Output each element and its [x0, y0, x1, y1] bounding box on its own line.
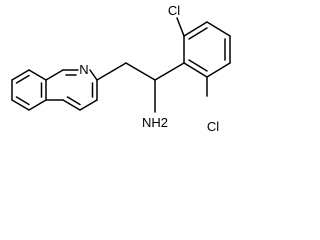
bond	[183, 62, 208, 78]
bond-to-cl-top	[176, 17, 185, 37]
bond	[11, 69, 30, 81]
bond	[28, 99, 47, 111]
double-bond-inner	[66, 96, 81, 106]
bond-from-n	[89, 69, 98, 81]
double-bond-inner	[188, 59, 208, 72]
bond	[62, 99, 81, 111]
amine-label: NH2	[142, 115, 168, 130]
chemical-structure-diagram: N NH2 Cl Cl	[11, 3, 231, 134]
chlorine-bottom-label: Cl	[207, 119, 219, 134]
bond-ch2	[96, 62, 127, 81]
double-bond-inner	[15, 74, 30, 84]
molecule-drawing: N NH2 Cl Cl	[11, 3, 231, 134]
bond-ch	[125, 62, 156, 81]
bond	[206, 21, 231, 37]
bond	[79, 99, 98, 111]
bond	[28, 69, 47, 81]
bond	[45, 69, 64, 81]
nitrogen-atom-label: N	[79, 62, 88, 77]
double-bond-inner	[188, 27, 208, 40]
double-bond-inner	[15, 96, 30, 106]
bond	[206, 62, 231, 78]
bond-to-phenyl	[154, 62, 185, 81]
chlorine-top-label: Cl	[168, 3, 180, 18]
bond	[11, 99, 30, 111]
bond	[183, 21, 208, 37]
